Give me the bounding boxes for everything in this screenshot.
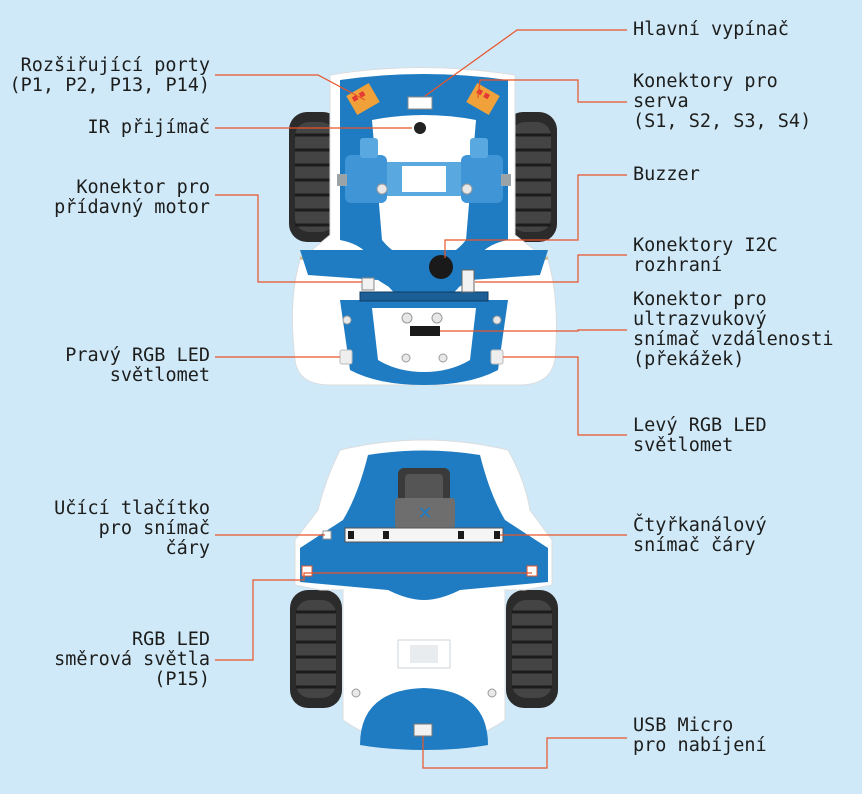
label-extra-motor-connector: Konektor pro přídavný motor	[54, 177, 210, 218]
label-buzzer: Buzzer	[633, 164, 700, 185]
label-expansion-ports: Rozšiřující porty (P1, P2, P13, P14)	[9, 55, 210, 96]
label-servo-connectors: Konektory pro serva (S1, S2, S3, S4)	[633, 71, 812, 132]
label-usb-charging: USB Micro pro nabíjení	[633, 715, 767, 756]
label-right-rgb-headlight: Pravý RGB LED světlomet	[65, 345, 210, 386]
label-ultrasonic-connector: Konektor pro ultrazvukový snímač vzdálen…	[633, 289, 834, 370]
microbit-slot	[359, 291, 489, 302]
right-rgb-headlight-graphic	[339, 349, 353, 365]
line-sensor-strip	[344, 527, 504, 543]
i2c-connector-graphic	[461, 269, 475, 293]
right-wheel-top	[505, 112, 557, 242]
label-left-rgb-headlight: Levý RGB LED světlomet	[633, 415, 767, 456]
leader-i2c	[475, 254, 627, 283]
left-rgb-headlight-graphic	[490, 349, 504, 365]
leader-direction-lights	[215, 572, 532, 661]
leader-ultrasonic	[440, 329, 627, 332]
buzzer-graphic	[429, 255, 453, 279]
label-ir-receiver: IR přijímač	[87, 117, 210, 138]
leader-servo-connectors	[477, 79, 627, 103]
rgb-direction-light-left	[301, 565, 313, 577]
main-switch-graphic	[407, 96, 433, 110]
label-rgb-direction-lights: RGB LED směrová světla (P15)	[54, 629, 210, 690]
robot-top-view	[289, 67, 557, 386]
leader-expansion-ports	[215, 74, 366, 101]
leader-main-switch	[424, 29, 627, 97]
svg-text:✕: ✕	[417, 503, 432, 524]
rgb-direction-light-right	[526, 565, 538, 577]
right-wheel-bottom	[506, 590, 558, 708]
extra-motor-connector-graphic	[361, 277, 375, 291]
label-main-switch: Hlavní vypínač	[633, 19, 789, 40]
motor-housings	[337, 138, 511, 203]
leader-usb	[422, 736, 627, 769]
label-four-channel-line-sensor: Čtyřkanálový snímač čáry	[633, 515, 767, 556]
usb-connector-graphic	[413, 723, 433, 737]
ir-receiver-graphic	[414, 122, 426, 134]
leader-buzzer	[444, 174, 627, 258]
label-i2c-connectors: Konektory I2C rozhraní	[633, 235, 778, 276]
leader-left-headlight	[503, 356, 627, 436]
servo-connectors-graphic	[466, 82, 500, 116]
label-line-sensor-learn-button: Učící tlačítko pro snímač čáry	[54, 498, 210, 559]
left-wheel-top	[289, 112, 341, 242]
leader-extra-motor	[215, 194, 362, 283]
robot-bottom-view: ✕	[290, 439, 558, 750]
left-wheel-bottom	[290, 590, 342, 708]
ultrasonic-connector-graphic	[410, 326, 440, 336]
leader-lines	[215, 29, 627, 769]
